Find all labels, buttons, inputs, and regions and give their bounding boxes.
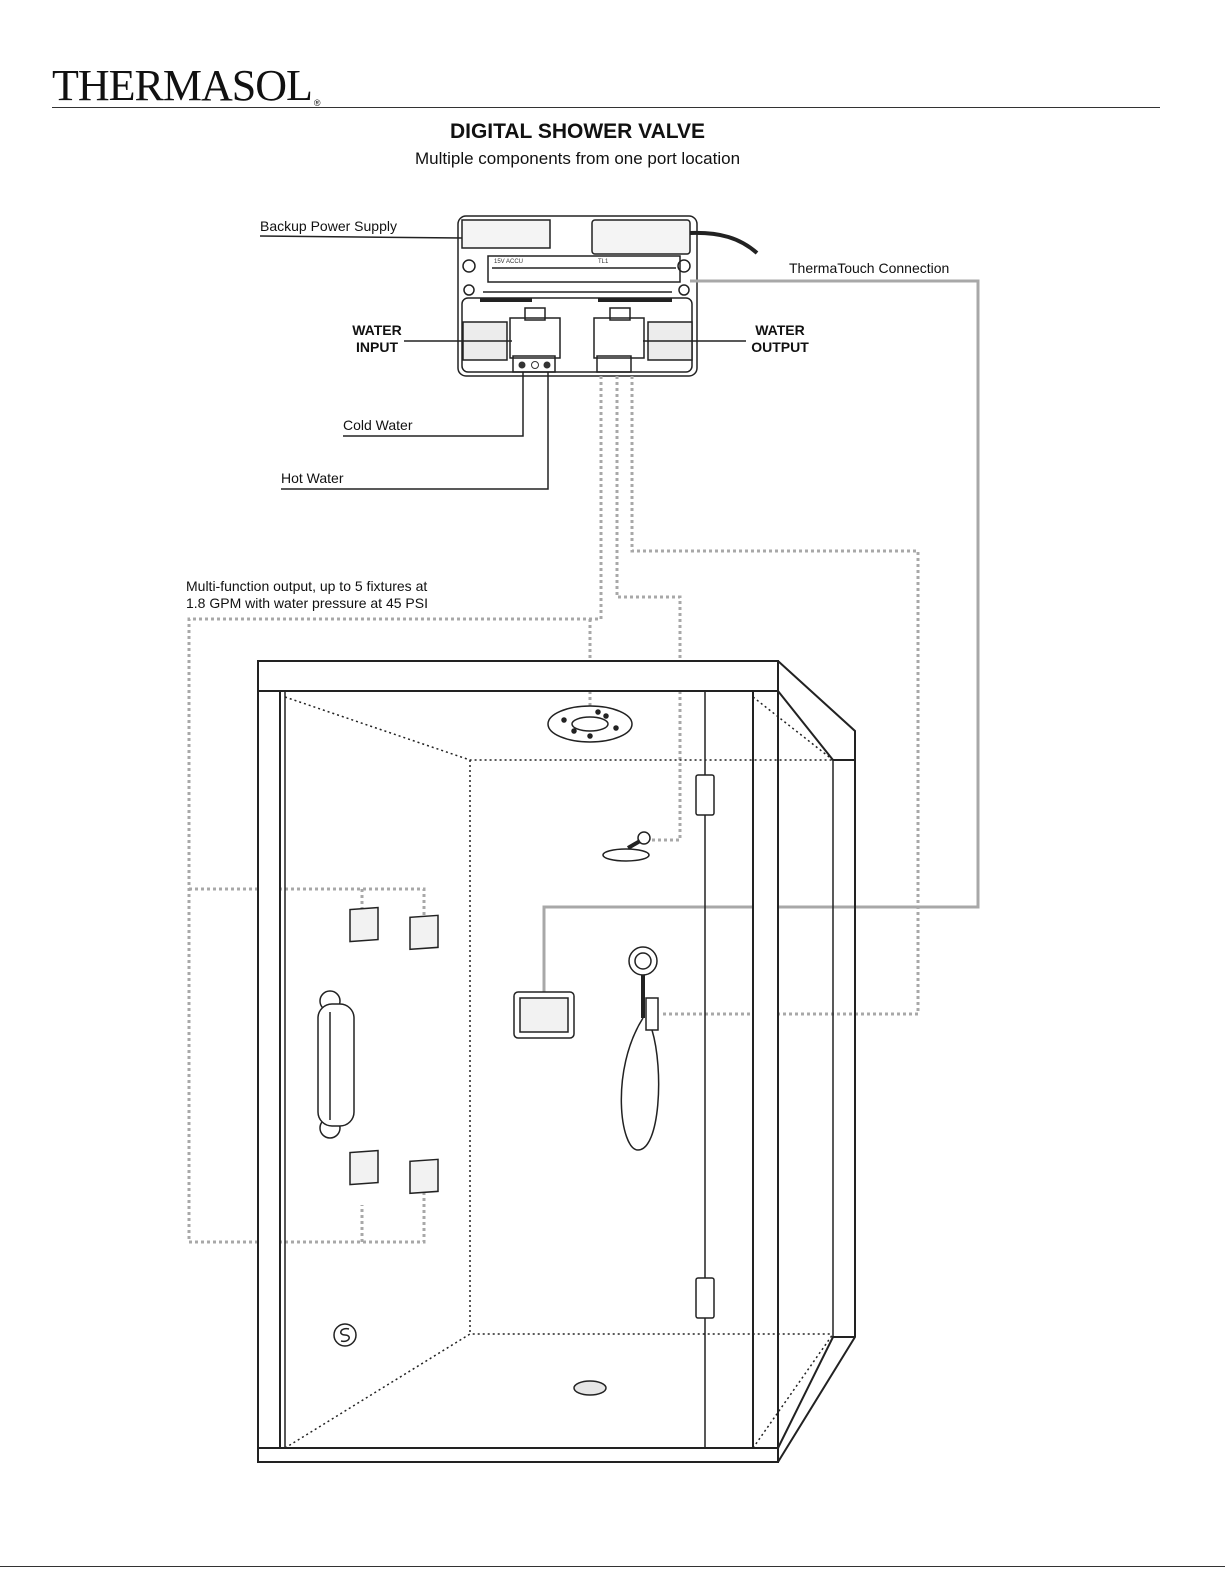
handheld-shower-icon [621,947,658,1150]
dotted-supply-lines [189,376,918,1242]
shower-head-icon [603,832,650,861]
body-spray-icons [350,908,438,1194]
footer-divider [0,1566,1225,1567]
water-output-label-line2: OUTPUT [751,339,809,355]
control-panel-icon [514,992,574,1038]
water-input-label-line2: INPUT [356,339,398,355]
digital-valve-unit [458,216,757,376]
thermatouch-label: ThermaTouch Connection [789,260,949,276]
drain-icon [574,1381,606,1395]
multi-function-label-line2: 1.8 GPM with water pressure at 45 PSI [186,595,428,611]
cold-water-label: Cold Water [343,417,413,433]
multi-function-label-line1: Multi-function output, up to 5 fixtures … [186,578,427,594]
hot-water-label: Hot Water [281,470,344,486]
valve-marking-right: TL1 [598,259,609,265]
water-input-label-line1: WATER [352,322,402,338]
enclosure-perspective-lines [285,697,833,1448]
backup-power-label: Backup Power Supply [260,218,397,234]
water-output-label-line1: WATER [755,322,805,338]
steam-head-icon [334,1324,356,1346]
rain-head-icon [548,706,632,742]
grab-bar-icon [318,991,354,1138]
valve-marking-left: 15V ACCU [494,259,523,265]
